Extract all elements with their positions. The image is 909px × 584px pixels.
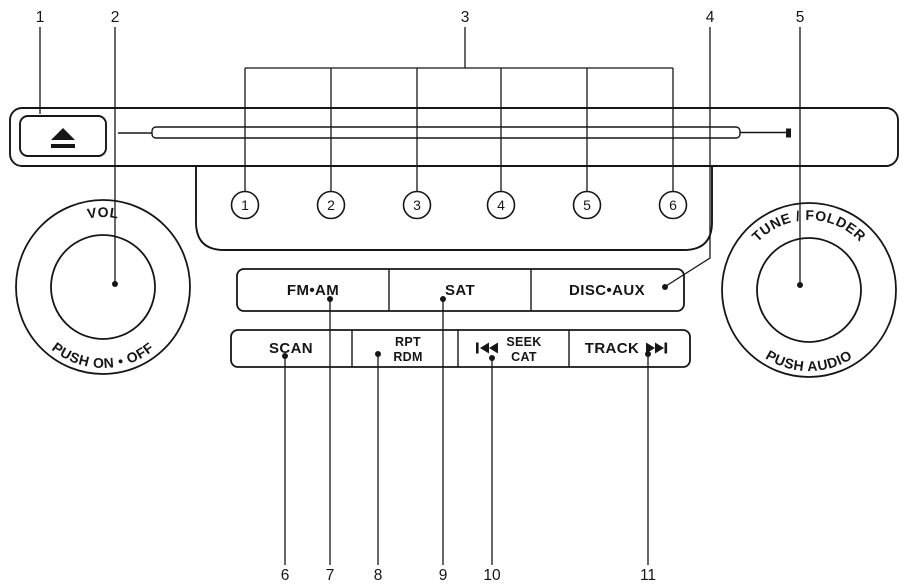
faceplate	[9, 107, 899, 167]
eject-button[interactable]	[19, 115, 107, 157]
callout-dot-8	[375, 351, 381, 357]
preset-button-3[interactable]: 3	[402, 190, 432, 220]
callout-number-9: 9	[439, 567, 448, 584]
cd-slot	[118, 126, 791, 139]
svg-text:VOL: VOL	[86, 204, 120, 222]
callout-line-4	[665, 27, 711, 287]
scan-button[interactable]: SCAN	[269, 340, 313, 357]
volume-knob-top-label: VOL	[86, 204, 120, 222]
callouts: 1 2 3 4 5 6 7	[36, 9, 805, 584]
callout-number-7: 7	[326, 567, 335, 584]
fm-am-button-label: FM•AM	[287, 282, 339, 299]
preset-button-label: 6	[669, 197, 677, 213]
callout-number-5: 5	[796, 9, 805, 26]
callout-dot-7	[327, 296, 333, 302]
preset-button-4[interactable]: 4	[486, 190, 516, 220]
callout-dot-5	[797, 282, 803, 288]
preset-button-label: 3	[413, 197, 421, 213]
callout-number-11: 11	[640, 567, 656, 584]
sat-button[interactable]: SAT	[445, 282, 475, 299]
disc-aux-button-label: DISC•AUX	[569, 282, 645, 299]
preset-button-label: 5	[583, 197, 591, 213]
preset-panel-outline	[195, 167, 713, 251]
eject-icon	[51, 128, 75, 148]
rpt-rdm-button[interactable]: RPT RDM	[393, 335, 422, 364]
callout-number-2: 2	[111, 9, 120, 26]
scan-button-label: SCAN	[269, 340, 313, 357]
preset-button-label: 1	[241, 197, 249, 213]
control-row-outline	[230, 329, 691, 368]
cat-label: CAT	[511, 350, 537, 364]
callout-dot-6	[282, 353, 288, 359]
callout-dot-2	[112, 281, 118, 287]
callout-dot-10	[489, 355, 495, 361]
rpt-label: RPT	[395, 335, 421, 349]
source-row-outline	[236, 268, 685, 312]
callout-dot-9	[440, 296, 446, 302]
callout-number-8: 8	[374, 567, 383, 584]
preset-button-1[interactable]: 1	[230, 190, 260, 220]
callout-number-4: 4	[706, 9, 715, 26]
volume-knob[interactable]: VOL PUSH ON • OFF	[15, 199, 191, 375]
callout-number-1: 1	[36, 9, 45, 26]
preset-button-5[interactable]: 5	[572, 190, 602, 220]
callout-dot-11	[645, 351, 651, 357]
callout-number-3: 3	[461, 9, 470, 26]
track-button-label: TRACK	[585, 340, 640, 357]
seek-back-icon	[476, 342, 498, 354]
control-row: SCAN RPT RDM SEEK CAT TRACK	[230, 329, 691, 368]
faceplate-panel	[9, 107, 899, 167]
preset-button-label: 4	[497, 197, 505, 213]
tune-knob-cap[interactable]	[756, 237, 862, 343]
seek-cat-button[interactable]: SEEK CAT	[476, 335, 542, 364]
track-button[interactable]: TRACK	[585, 340, 668, 357]
preset-button-label: 2	[327, 197, 335, 213]
track-forward-icon	[646, 342, 668, 354]
fm-am-button[interactable]: FM•AM	[287, 282, 339, 299]
disc-aux-button[interactable]: DISC•AUX	[569, 282, 645, 299]
callout-line-3	[244, 27, 674, 191]
callout-number-10: 10	[483, 567, 501, 584]
source-row: FM•AM SAT DISC•AUX	[236, 268, 685, 312]
preset-button-6[interactable]: 6	[658, 190, 688, 220]
callout-number-6: 6	[281, 567, 290, 584]
preset-button-2[interactable]: 2	[316, 190, 346, 220]
callout-dot-4	[662, 284, 668, 290]
sat-button-label: SAT	[445, 282, 475, 299]
preset-buttons: 1 2 3 4 5 6	[230, 190, 688, 220]
volume-knob-cap[interactable]	[50, 234, 156, 340]
seek-label: SEEK	[506, 335, 541, 349]
rdm-label: RDM	[393, 350, 422, 364]
tune-knob[interactable]: TUNE / FOLDER PUSH AUDIO	[721, 202, 897, 378]
